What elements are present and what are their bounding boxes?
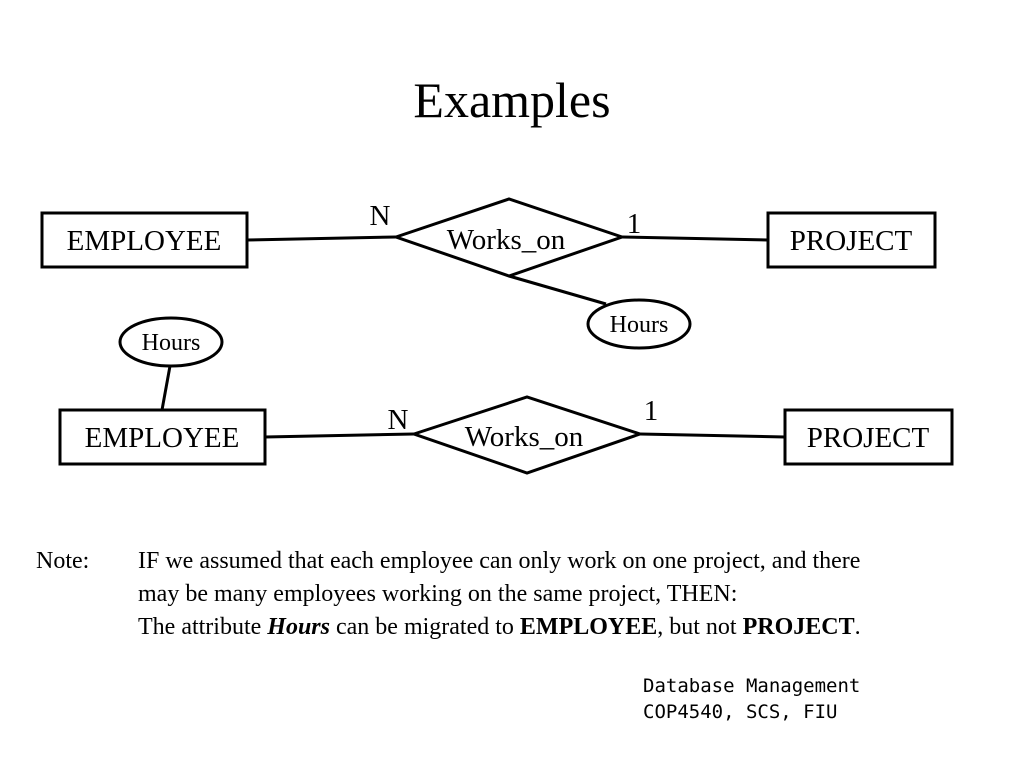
d2-cardinality-right: 1 (644, 395, 659, 427)
d2-attribute-hours (118, 316, 224, 368)
footer-course: Database Management (643, 675, 861, 697)
d1-link-works-on-project (621, 235, 769, 242)
d1-entity-project (766, 211, 937, 269)
d1-relationship-label: Works_on (447, 224, 566, 256)
footer: Database Management COP4540, SCS, FIU (643, 673, 860, 725)
note-line-3-text-g: . (854, 614, 861, 640)
d1-entity-employee (40, 211, 249, 269)
d2-link-works-on-project (639, 432, 786, 439)
note-line-3-text-c: can be migrated to (329, 614, 520, 640)
note-label: Note: (36, 548, 90, 574)
note-line-3-text-e: , but not (657, 614, 743, 640)
d2-entity-project-label: PROJECT (807, 422, 930, 454)
d1-attribute-label: Hours (610, 312, 669, 338)
d2-entity-employee-label: EMPLOYEE (85, 422, 240, 454)
d1-relationship-works-on (391, 197, 627, 278)
note-emphasis-project: PROJECT (742, 614, 855, 640)
note-line-2: may be many employees working on the sam… (138, 581, 738, 607)
slide-title: Examples (413, 72, 611, 128)
d2-cardinality-left: N (388, 404, 409, 436)
d1-entity-project-label: PROJECT (790, 225, 913, 257)
d1-entity-employee-label: EMPLOYEE (67, 225, 222, 257)
d2-relationship-label: Works_on (465, 421, 584, 453)
d1-cardinality-right: 1 (627, 208, 642, 240)
d1-link-works-on-hours (508, 274, 607, 306)
d2-link-employee-works-on (264, 432, 415, 439)
d2-relationship-works-on (409, 395, 645, 475)
note-body: IF we assumed that each employee can onl… (138, 545, 1018, 644)
note-line-3-text-a: The attribute (138, 614, 268, 640)
er-diagram: EMPLOYEE PROJECT Works_on Hours N 1 EMPL… (40, 197, 954, 475)
note-emphasis-hours: Hours (267, 614, 330, 640)
d2-attribute-label: Hours (142, 330, 201, 356)
d2-link-hours-employee (160, 365, 172, 411)
footer-institution: COP4540, SCS, FIU (643, 701, 838, 723)
d1-attribute-hours (586, 298, 692, 350)
note-emphasis-employee: EMPLOYEE (519, 614, 658, 640)
note-line-1: IF we assumed that each employee can onl… (138, 548, 861, 574)
d2-entity-employee (58, 408, 267, 466)
note-line-3: The attribute Hours can be migrated to E… (138, 611, 1018, 644)
d1-link-employee-works-on (246, 235, 397, 242)
d1-cardinality-left: N (370, 200, 391, 232)
d2-entity-project (783, 408, 954, 466)
